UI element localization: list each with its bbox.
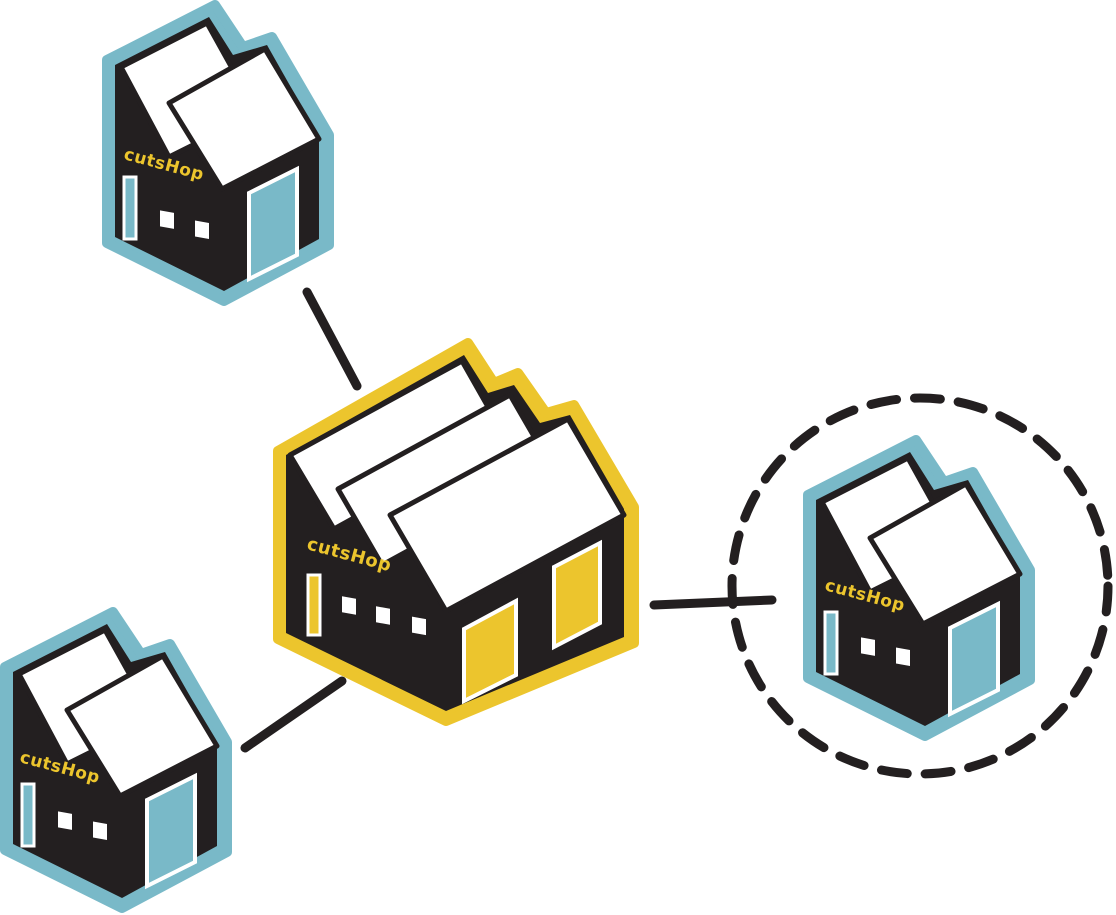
side-window [122,175,138,241]
window [342,596,356,615]
window [896,647,910,666]
branch-shop-right[interactable]: cutsHop [803,435,1035,741]
roof-front [166,46,322,192]
window [412,616,426,636]
window [93,821,107,840]
side-window [823,610,839,676]
connector-bottom-left [240,676,347,753]
connector-right [649,595,777,610]
window [861,637,875,656]
roof-3 [387,416,627,614]
window [376,606,390,625]
hub-shop[interactable]: cutsHop [273,338,639,726]
door [552,539,602,651]
window [195,220,209,239]
window [160,210,174,229]
roof-front [64,653,220,799]
highlight-circle [727,393,1113,779]
door [462,597,518,705]
branch-shop-bottom-left[interactable]: cutsHop [0,607,232,913]
connector-top-left [302,287,362,391]
side-window [20,782,36,848]
branch-shop-top-left[interactable]: cutsHop [102,0,334,306]
door [247,165,299,283]
side-window [306,573,322,637]
door [948,600,1000,718]
door [145,772,197,890]
connectors [240,287,777,753]
window [58,811,72,830]
roof-front [867,481,1023,627]
